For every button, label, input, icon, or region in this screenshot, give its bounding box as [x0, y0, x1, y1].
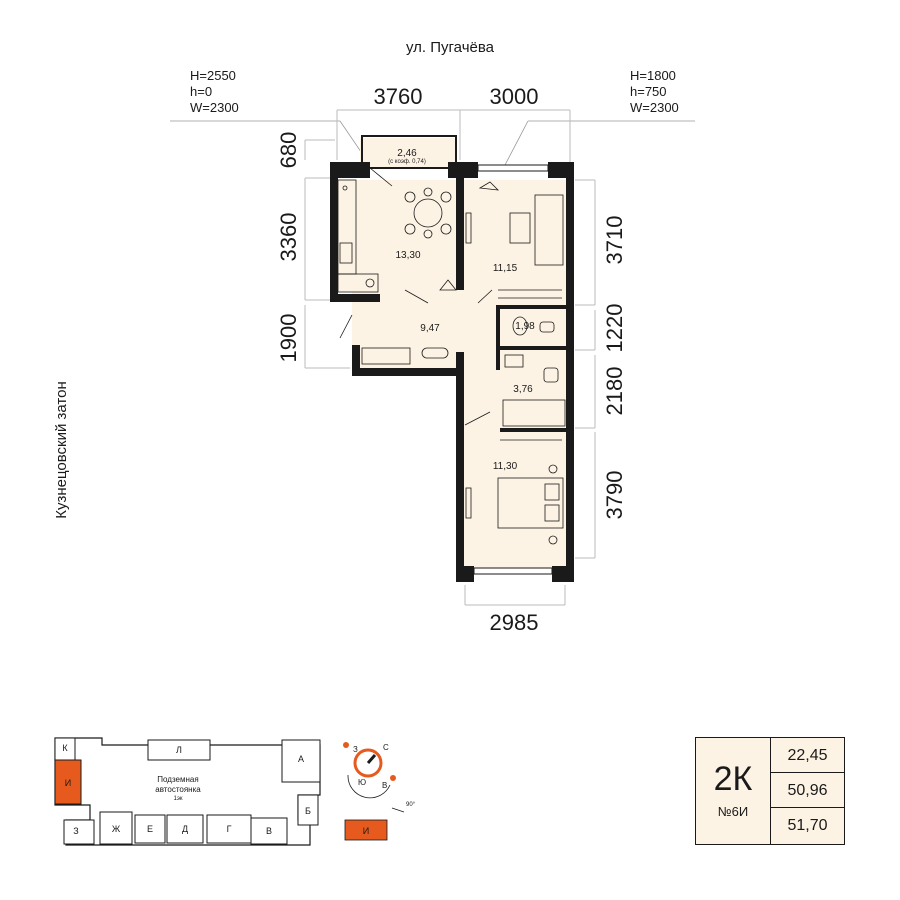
key-plan-active-block	[54, 759, 82, 805]
svg-text:С: С	[383, 743, 389, 752]
svg-text:Е: Е	[147, 824, 153, 834]
dim-bottom: 2985	[490, 610, 539, 635]
dim-top-right: 3000	[490, 84, 539, 109]
area-balcony-note: (с коэф. 0,74)	[388, 159, 426, 165]
compass-block-tag	[344, 819, 388, 841]
floor-fill	[335, 138, 570, 570]
summary-type: 2К №6И	[696, 738, 771, 844]
area-wc: 1,98	[515, 321, 535, 332]
svg-text:автостоянка: автостоянка	[155, 785, 201, 794]
svg-text:А: А	[298, 754, 304, 764]
dim-top-left: 3760	[374, 84, 423, 109]
svg-text:W=2300: W=2300	[190, 100, 239, 115]
svg-text:И: И	[65, 778, 71, 788]
svg-text:В: В	[266, 826, 272, 836]
room-count: 2К	[713, 760, 753, 798]
svg-text:К: К	[62, 743, 68, 753]
svg-text:h=0: h=0	[190, 84, 212, 99]
compass: С З Ю В 90° И	[343, 742, 416, 841]
svg-text:Ж: Ж	[112, 824, 121, 834]
svg-text:Л: Л	[176, 745, 182, 755]
area-living: 11,15	[493, 263, 518, 274]
total-with-balcony: 51,70	[787, 817, 828, 834]
total-area: 50,96	[771, 773, 844, 808]
svg-text:Д: Д	[182, 824, 188, 834]
area-balcony: 2,46	[397, 148, 417, 159]
svg-text:Б: Б	[305, 806, 311, 816]
walls	[330, 162, 574, 582]
area-kitchen: 13,30	[395, 250, 420, 261]
svg-text:З: З	[353, 745, 358, 754]
svg-text:90°: 90°	[406, 802, 416, 808]
area-bedroom: 11,30	[493, 461, 518, 472]
svg-text:И: И	[363, 826, 369, 836]
svg-text:Подземная: Подземная	[157, 775, 198, 784]
apartment-summary: 2К №6И 22,45 50,96 51,70	[695, 737, 845, 845]
area-hall: 9,47	[420, 323, 440, 334]
summary-areas: 22,45 50,96 51,70	[771, 738, 844, 844]
svg-text:H=1800: H=1800	[630, 68, 676, 83]
svg-text:Ю: Ю	[358, 778, 366, 787]
svg-text:W=2300: W=2300	[630, 100, 679, 115]
area-bath: 3,76	[513, 384, 533, 395]
dim-left-2: 3360	[276, 213, 301, 262]
svg-text:h=750: h=750	[630, 84, 667, 99]
opening-spec-left: H=2550 h=0 W=2300	[190, 68, 239, 115]
key-plan: К И Л А Б З Ж Е Д Г В Подземная автостоя…	[54, 737, 321, 846]
svg-text:Г: Г	[227, 824, 232, 834]
living-area: 22,45	[771, 738, 844, 773]
dim-left-1: 680	[276, 132, 301, 169]
dim-right-2: 1220	[602, 304, 627, 353]
dim-right-3: 2180	[602, 367, 627, 416]
svg-text:З: З	[73, 826, 78, 836]
dim-right-1: 3710	[602, 216, 627, 265]
apartment-number: №6И	[717, 804, 749, 819]
dim-left-3: 1900	[276, 314, 301, 363]
balcony	[361, 135, 457, 169]
opening-spec-right: H=1800 h=750 W=2300	[630, 68, 679, 115]
svg-text:В: В	[382, 781, 387, 790]
svg-text:1эк: 1эк	[173, 796, 182, 802]
dim-right-4: 3790	[602, 471, 627, 520]
street-label: ул. Пугачёва	[406, 39, 495, 56]
side-label: Кузнецовский затон	[53, 381, 70, 519]
svg-text:H=2550: H=2550	[190, 68, 236, 83]
